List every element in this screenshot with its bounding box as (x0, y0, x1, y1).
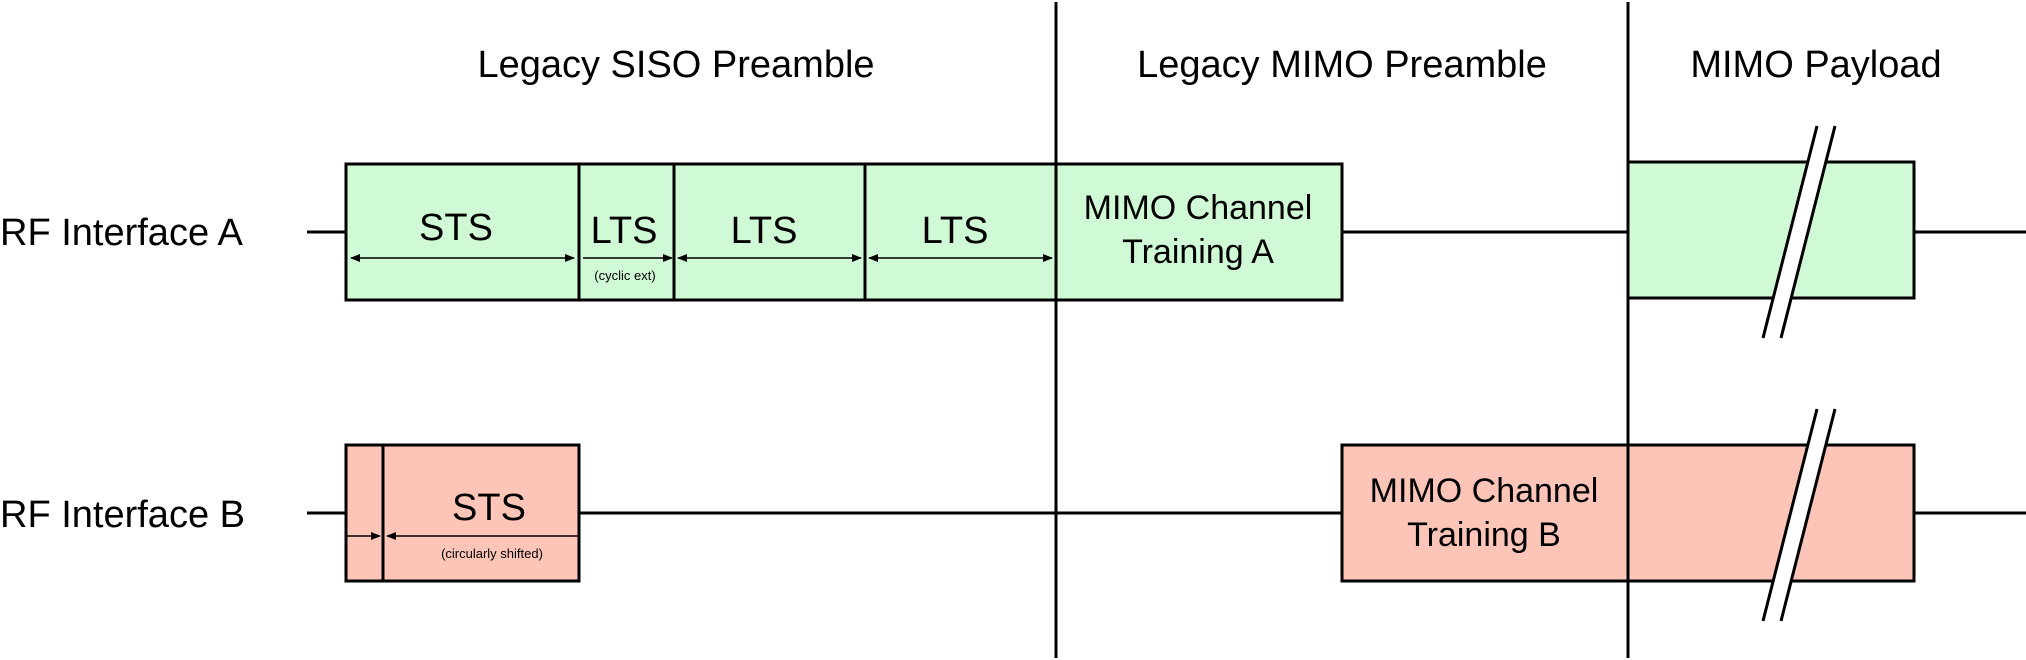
payload-break-marker-a (1761, 125, 1837, 339)
note-a-cyclic-ext: (cyclic ext) (594, 268, 655, 283)
section-label-mimo-payload: MIMO Payload (1690, 44, 1941, 86)
label-b-sts: STS (452, 487, 526, 529)
section-label-legacy-siso: Legacy SISO Preamble (477, 44, 874, 86)
note-b-circularly-shifted: (circularly shifted) (441, 546, 543, 561)
block-b-payload (1626, 443, 1916, 583)
payload-break-marker-b (1761, 408, 1837, 622)
label-b-training-line1: MIMO Channel (1370, 472, 1599, 510)
block-a-payload (1626, 160, 1916, 300)
row-a-blocks (344, 160, 1916, 302)
label-a-training-line1: MIMO Channel (1084, 189, 1313, 227)
signal-wires (307, 230, 2026, 515)
section-dividers (1054, 2, 1630, 658)
label-a-lts-1: LTS (731, 210, 798, 252)
label-b-training-line2: Training B (1407, 516, 1561, 554)
interface-a-label: RF Interface A (0, 212, 244, 254)
label-a-lts-cyclic: LTS (591, 210, 658, 252)
block-a-lts-2 (863, 162, 1058, 302)
label-a-lts-2: LTS (922, 210, 989, 252)
section-label-legacy-mimo: Legacy MIMO Preamble (1137, 44, 1547, 86)
label-a-sts: STS (419, 207, 493, 249)
interface-b-label: RF Interface B (0, 494, 245, 536)
block-b-sts (381, 443, 581, 583)
row-b-blocks (344, 443, 1916, 583)
block-a-mimo-training (1054, 162, 1344, 302)
block-b-mimo-training (1340, 443, 1630, 583)
label-a-training-line2: Training A (1122, 233, 1274, 271)
block-b-cyclic-prefix (344, 443, 385, 583)
block-a-sts (344, 162, 581, 302)
